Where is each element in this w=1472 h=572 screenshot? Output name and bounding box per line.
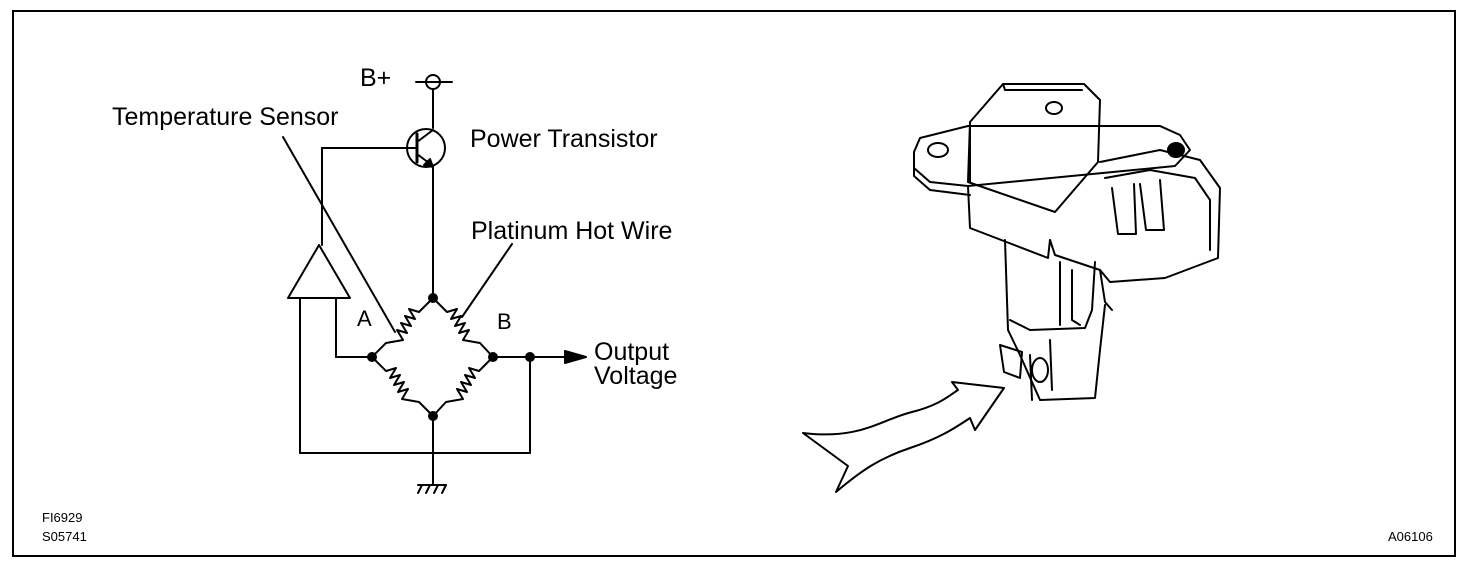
figure-code-1: FI6929 (42, 510, 83, 525)
sensor-top-housing (967, 83, 1101, 213)
amplifier-symbol (287, 244, 373, 454)
sensor-connector (1049, 149, 1221, 283)
top-screw (1045, 101, 1063, 115)
platinum-hot-wire-label: Platinum Hot Wire (471, 217, 673, 245)
figure-frame (12, 10, 1456, 557)
b-plus-label: B+ (360, 64, 392, 92)
platinum-hot-wire-leader (461, 243, 513, 318)
figure-code-2: S05741 (42, 529, 87, 544)
bridge-resistor-lower-left (371, 356, 434, 417)
air-flow-meter-illustration (913, 83, 1221, 401)
figure-code-3: A06106 (1388, 529, 1433, 544)
power-transistor-label: Power Transistor (470, 125, 658, 153)
temperature-sensor-resistor (371, 297, 434, 358)
temperature-sensor-leader (282, 136, 396, 333)
output-wire (299, 350, 587, 454)
power-transistor-symbol (321, 128, 446, 299)
node-b-label: B (497, 309, 512, 334)
b-plus-terminal-symbol (415, 74, 453, 129)
left-bolt-hole (927, 142, 949, 158)
ground-symbol (417, 415, 447, 494)
output-label: Output (594, 338, 670, 366)
voltage-label: Voltage (594, 362, 678, 390)
bridge-resistor-lower-right (432, 356, 494, 417)
temperature-sensor-label: Temperature Sensor (112, 103, 339, 131)
sensor-mounting-flange (913, 125, 1191, 187)
sensor-probe (1009, 261, 1096, 331)
platinum-hot-wire-resistor (432, 297, 494, 358)
node-a-label: A (357, 306, 372, 331)
airflow-arrow (802, 381, 1005, 493)
circuit-schematic (282, 74, 587, 494)
